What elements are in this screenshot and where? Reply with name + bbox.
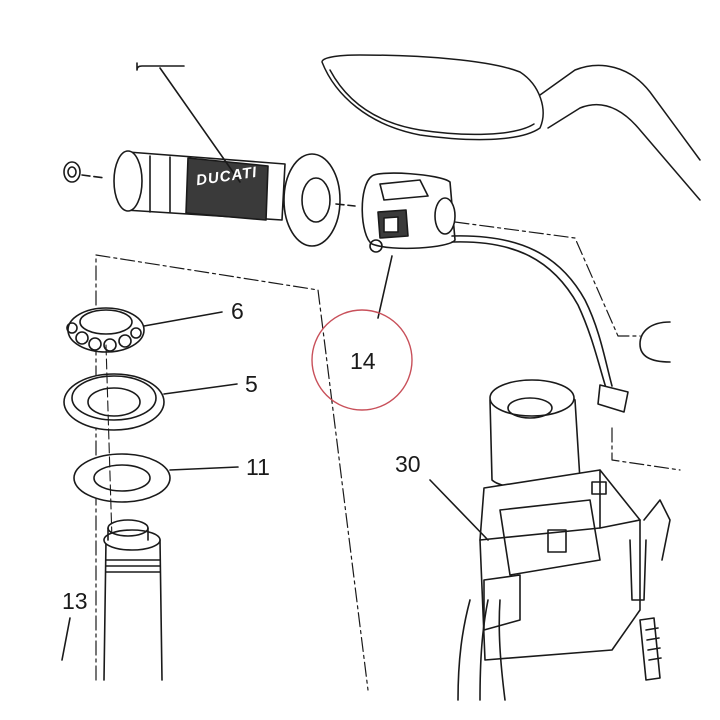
callout-label-13: 13: [62, 588, 88, 614]
edge-connector: [639, 321, 671, 363]
callout-label-5: 5: [245, 371, 258, 397]
callout-label-30: 30: [395, 451, 421, 477]
part-30-ignition-block: [429, 379, 671, 701]
part-5-washer-ring: [63, 373, 238, 431]
throttle-grip: [113, 150, 356, 247]
callout-label-14: 14: [350, 348, 376, 374]
highlight-circle: [311, 309, 413, 411]
callout-label-6: 6: [231, 298, 244, 324]
mirror-assembly: [321, 54, 701, 201]
part-6-bearing-nut: [66, 307, 223, 353]
grip-leader: [136, 62, 241, 183]
bar-end-nut: [63, 161, 106, 183]
part-11-flat-washer: [73, 453, 239, 503]
part-13-shaft: [61, 519, 163, 681]
callout-label-11: 11: [246, 454, 270, 480]
switch-housing: [361, 172, 629, 413]
assembly-axis: [105, 344, 113, 541]
